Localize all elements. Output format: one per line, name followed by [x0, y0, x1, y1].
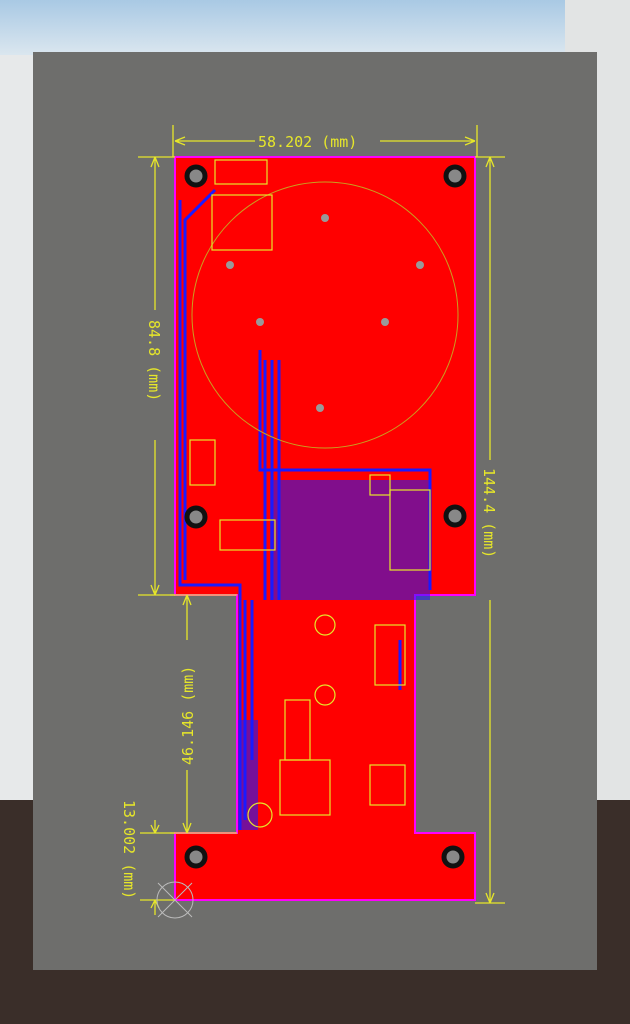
mounting-hole	[184, 845, 208, 869]
mounting-hole	[441, 845, 465, 869]
mounting-holes	[184, 164, 467, 869]
dimension-neck-height: 46.146 (mm)	[179, 666, 197, 765]
dimension-bottom-height: 13.002 (mm)	[120, 800, 138, 899]
dimension-upper-height: 84.8 (mm)	[145, 320, 163, 401]
mounting-hole	[184, 164, 208, 188]
origin-marker-cross	[157, 882, 193, 918]
dimension-board-width: 58.202 (mm)	[258, 133, 357, 151]
mounting-hole	[184, 505, 208, 529]
bottom-copper-pour	[238, 720, 258, 830]
mounting-hole	[443, 164, 467, 188]
dimension-total-height: 144.4 (mm)	[480, 468, 498, 558]
silkscreen-circle	[191, 181, 459, 449]
bottom-copper-pour	[270, 480, 430, 600]
components	[189, 159, 431, 828]
dimension-lines	[138, 125, 505, 915]
sky-background	[0, 0, 630, 60]
vias	[226, 214, 424, 412]
mounting-hole	[443, 504, 467, 528]
origin-marker	[156, 881, 194, 919]
